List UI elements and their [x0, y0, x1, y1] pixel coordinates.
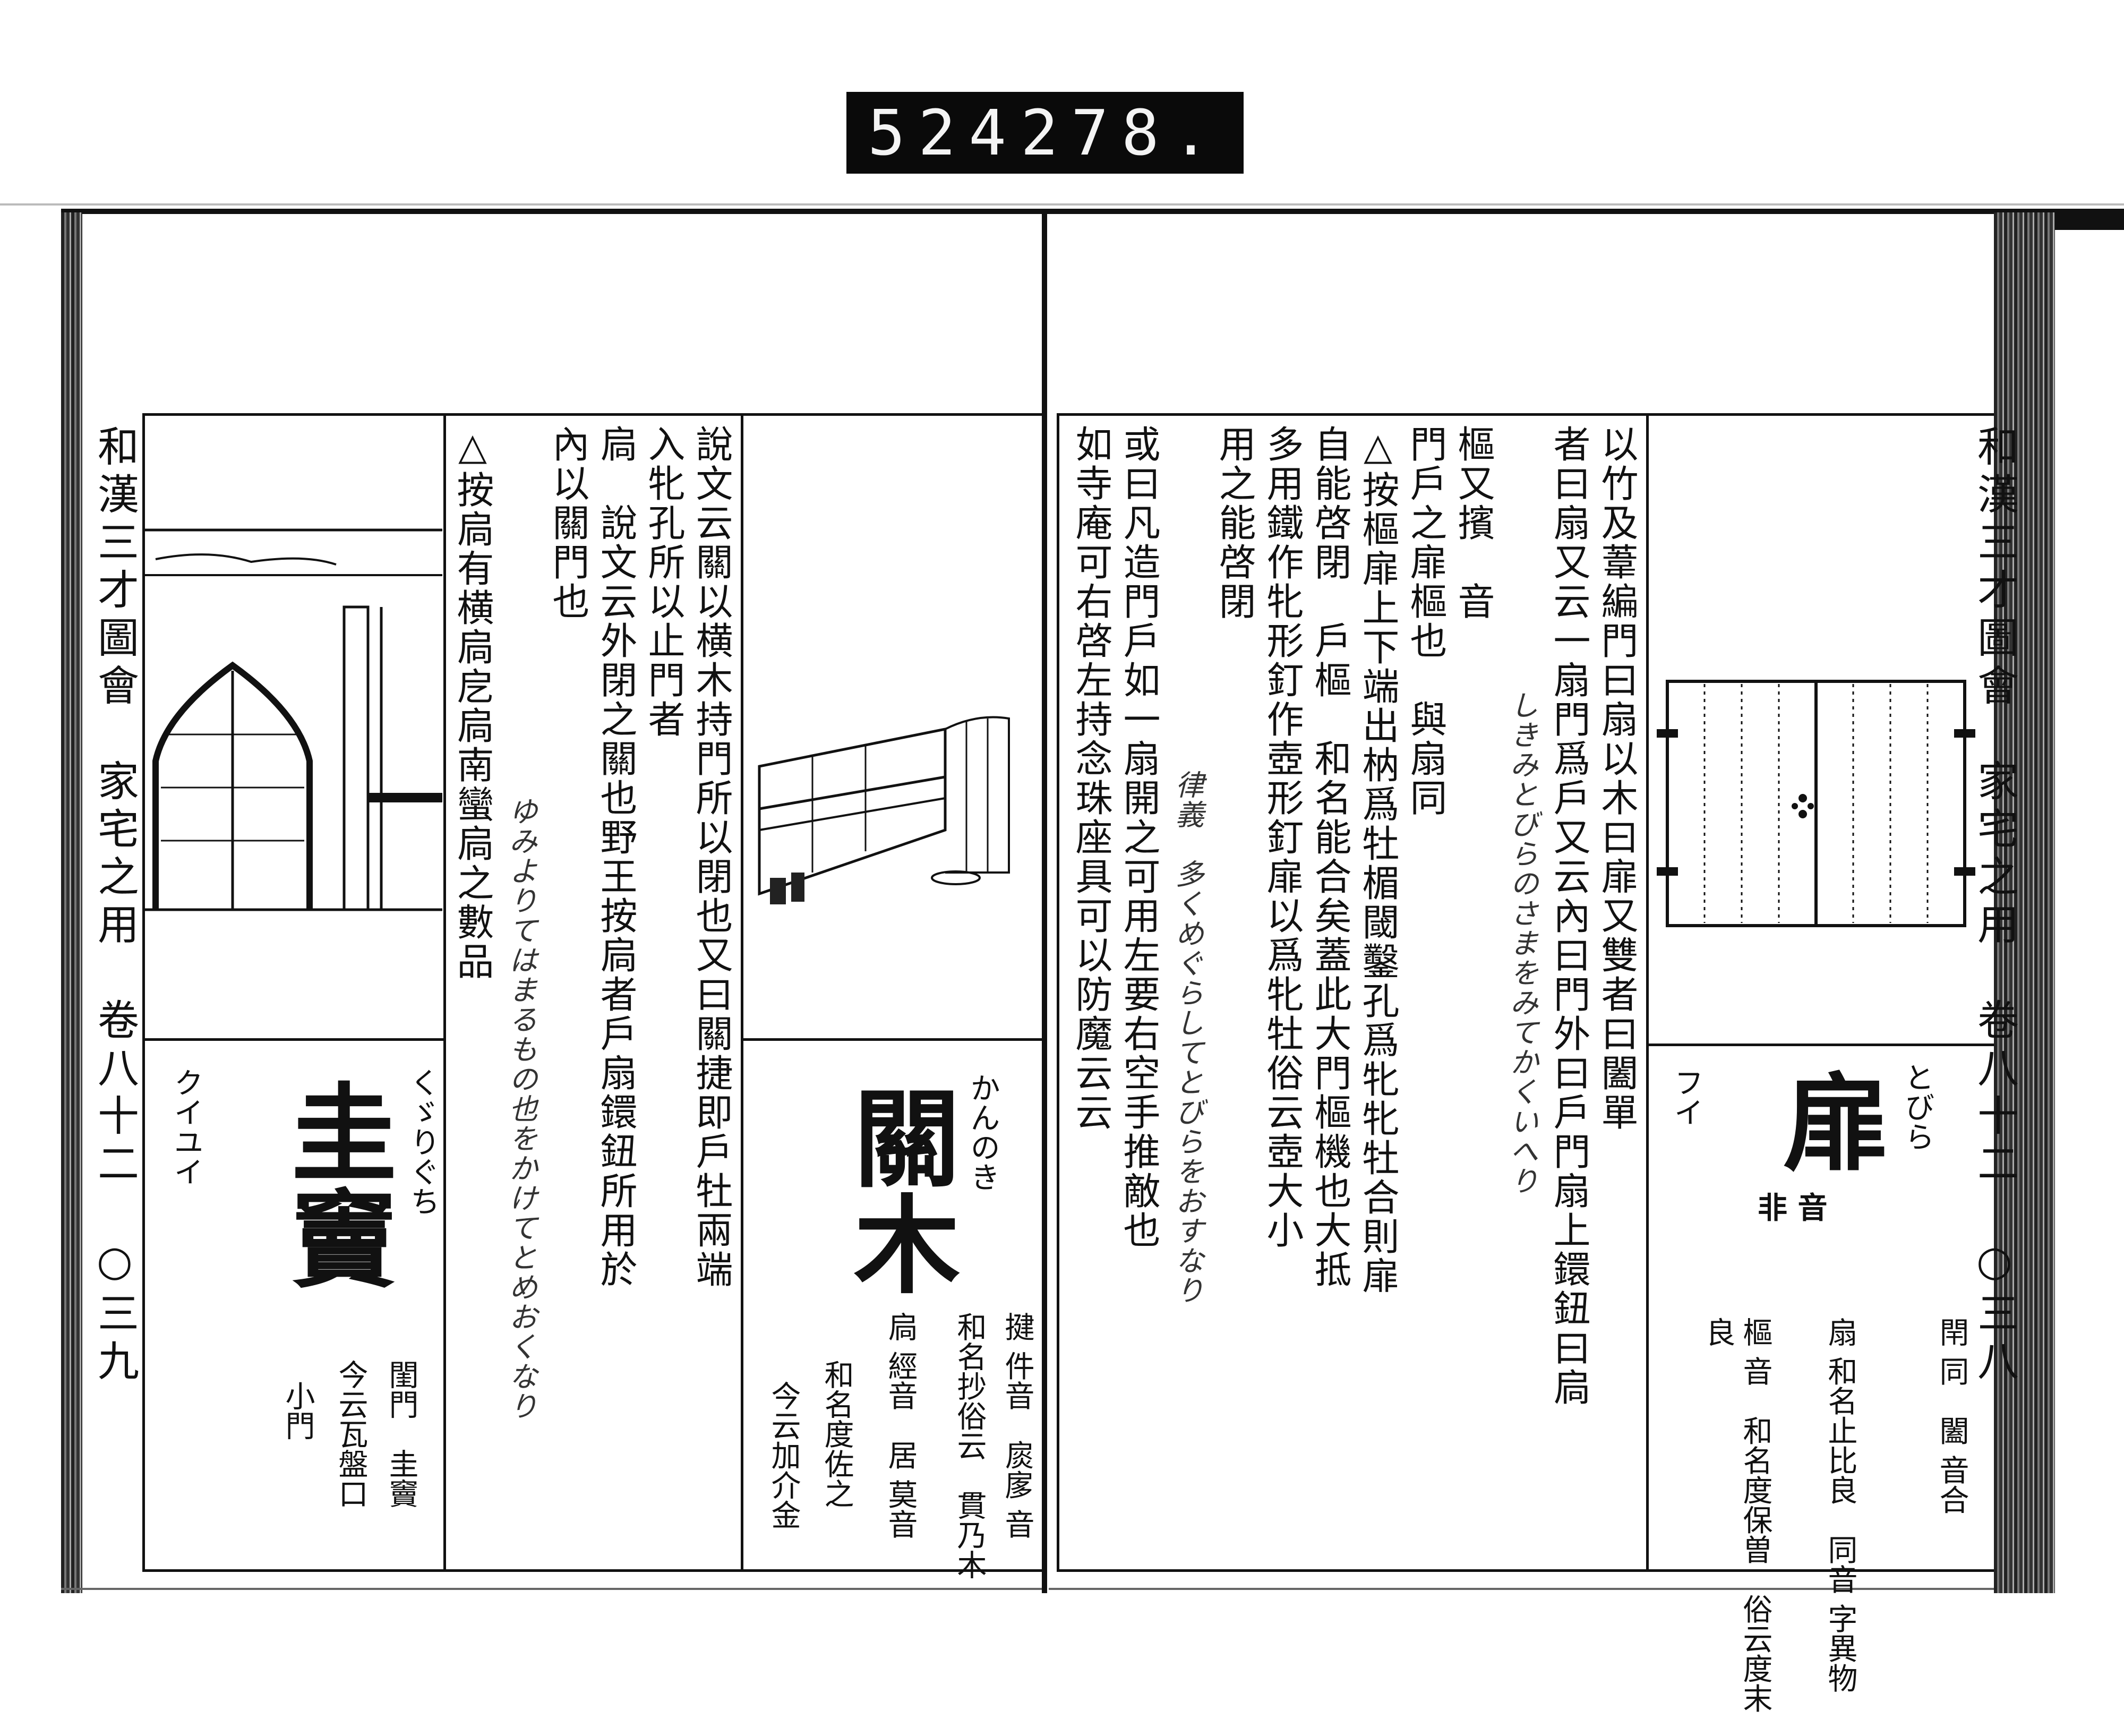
- keido-picture-bottom: [143, 1038, 443, 1041]
- book-top-edge: [61, 209, 2058, 214]
- tobira-on-reading: フイ: [1669, 1067, 1703, 1127]
- scan-number-left: 524: [868, 96, 1020, 169]
- tobira-text: 以竹及葦編門曰扇以木曰扉又雙者曰闔單 者曰扇又云一扇門爲戶又云內曰門外曰戶門扇上…: [1065, 425, 1641, 1567]
- keido-reading: くゞりぐち: [405, 1067, 440, 1216]
- right-bottom-edge: [1049, 1588, 2047, 1590]
- left-margin-title: 和漢三才圖會 家宅之用 卷八十二 ○三九: [91, 425, 139, 1387]
- tobira-note: 閈 同 闔 音合: [1934, 1317, 1969, 1515]
- left-frame-bottom: [143, 1569, 1043, 1572]
- keido-title: 圭竇: [272, 1078, 397, 1290]
- text-column: 內以關門也: [546, 425, 590, 621]
- text-column: 樞又擯 音: [1452, 425, 1495, 621]
- right-frame-top: [1057, 413, 1994, 416]
- text-column: △按樞扉上下端出枘爲牡楣閾鑿孔爲牝牝牡合則扉: [1356, 425, 1400, 1296]
- text-column: 多用鐵作牝形釘作壺形釘扉以爲牝牡俗云壺大小: [1261, 425, 1304, 1250]
- tobira-cursive-note: しきみとびらのさまをみてかくいへり: [1505, 690, 1538, 1196]
- kannoki-note: 揵 件音 扊扅 音: [1000, 1312, 1034, 1539]
- center-spine: [1042, 212, 1047, 1593]
- kannoki-note: 今云加介金: [766, 1381, 801, 1529]
- kannoki-reading: かんのき: [965, 1073, 1000, 1192]
- right-book-edge: [1994, 212, 2055, 1593]
- tobira-title: 扉: [1765, 1067, 1889, 1174]
- text-column: 入牝孔所以止門者: [642, 425, 686, 739]
- text-column: 門戶之扉樞也 與扇同: [1404, 425, 1448, 818]
- scan-edge-line: [0, 203, 2124, 206]
- tobira-reading: とびら: [1900, 1062, 1934, 1151]
- keido-on-reading: クイユイ: [169, 1067, 203, 1186]
- kannoki-note: 和名抄俗云 貫乃木: [952, 1312, 987, 1579]
- tobira-illustration: [1657, 680, 1975, 927]
- kannoki-illustration: [758, 716, 1010, 904]
- text-column: △按扃有横扃戹扃南蠻扃之數品: [451, 425, 494, 981]
- text-column: 說文云關以横木持門所以閉也又曰關捷即戶牡兩端: [690, 425, 733, 1289]
- left-bottom-edge: [61, 1588, 1046, 1590]
- kannoki-note: 和名度佐之: [819, 1359, 854, 1508]
- left-book-edge: [61, 212, 82, 1593]
- tobira-note: 樞 音 和名度保曽 俗云度末良: [1701, 1317, 1772, 1713]
- right-margin-title: 和漢三才圖會 家宅之用 卷八十二 ○三八: [1971, 425, 2018, 1387]
- kannoki-title: 關木: [835, 1083, 960, 1296]
- right-frame-left: [1057, 413, 1059, 1572]
- left-frame-top: [143, 413, 1043, 416]
- text-column: 自能啓閉 戶樞 和名能合矣蓋此大門樞機也大抵: [1308, 425, 1352, 1289]
- text-column: 者曰扇又云一扇門爲戶又云內曰門外曰戶門扇上鐶鈕曰扃: [1547, 425, 1591, 1407]
- text-column: 或曰凡造門戶如一扇開之可用左要右空手推敵也: [1117, 425, 1161, 1250]
- right-frame-bottom: [1057, 1569, 1994, 1572]
- book-top-right-bar: [2055, 209, 2124, 230]
- keido-note: 閨門 圭竇: [384, 1359, 418, 1508]
- left-divider-2: [741, 413, 743, 1572]
- tobira-cursive-note: 律義 多くめぐらしてとびらをおすなり: [1170, 770, 1204, 1305]
- tobira-picture-bottom: [1646, 1044, 1994, 1046]
- kannoki-picture-bottom: [741, 1038, 1043, 1041]
- keido-illustration: [145, 528, 442, 911]
- scan-number-right: 278.: [1020, 96, 1222, 169]
- kannoki-note: 扃 經音 居 莫音: [883, 1312, 918, 1539]
- keido-note: 小門: [280, 1381, 315, 1440]
- scan-number-label: 524 278.: [846, 92, 1244, 174]
- text-column: 扃 說文云外閉之關也野王按扃者戶扇鐶鈕所用於: [594, 425, 638, 1289]
- text-column: 用之能啓閉: [1213, 425, 1256, 621]
- right-divider: [1646, 413, 1649, 1572]
- left-divider-1: [443, 413, 446, 1572]
- text-column: 如寺庵可右啓左持念珠座具可以防魔云云: [1069, 425, 1113, 1132]
- tobira-note: 扇 和名止比良 同音 字異物: [1823, 1317, 1857, 1693]
- keido-note: 今云瓦盤口: [333, 1359, 368, 1508]
- left-frame-left: [142, 413, 145, 1572]
- tobira-sound: 非 音: [1758, 1191, 1828, 1226]
- kannoki-text: 說文云關以横木持門所以閉也又曰關捷即戶牡兩端 入牝孔所以止門者 扃 說文云外閉之…: [449, 425, 735, 1567]
- kannoki-cursive-note: ゆみよりてはまるもの也をかけてとめおくなり: [504, 797, 537, 1421]
- text-column: 以竹及葦編門曰扇以木曰扉又雙者曰闔單: [1595, 425, 1639, 1132]
